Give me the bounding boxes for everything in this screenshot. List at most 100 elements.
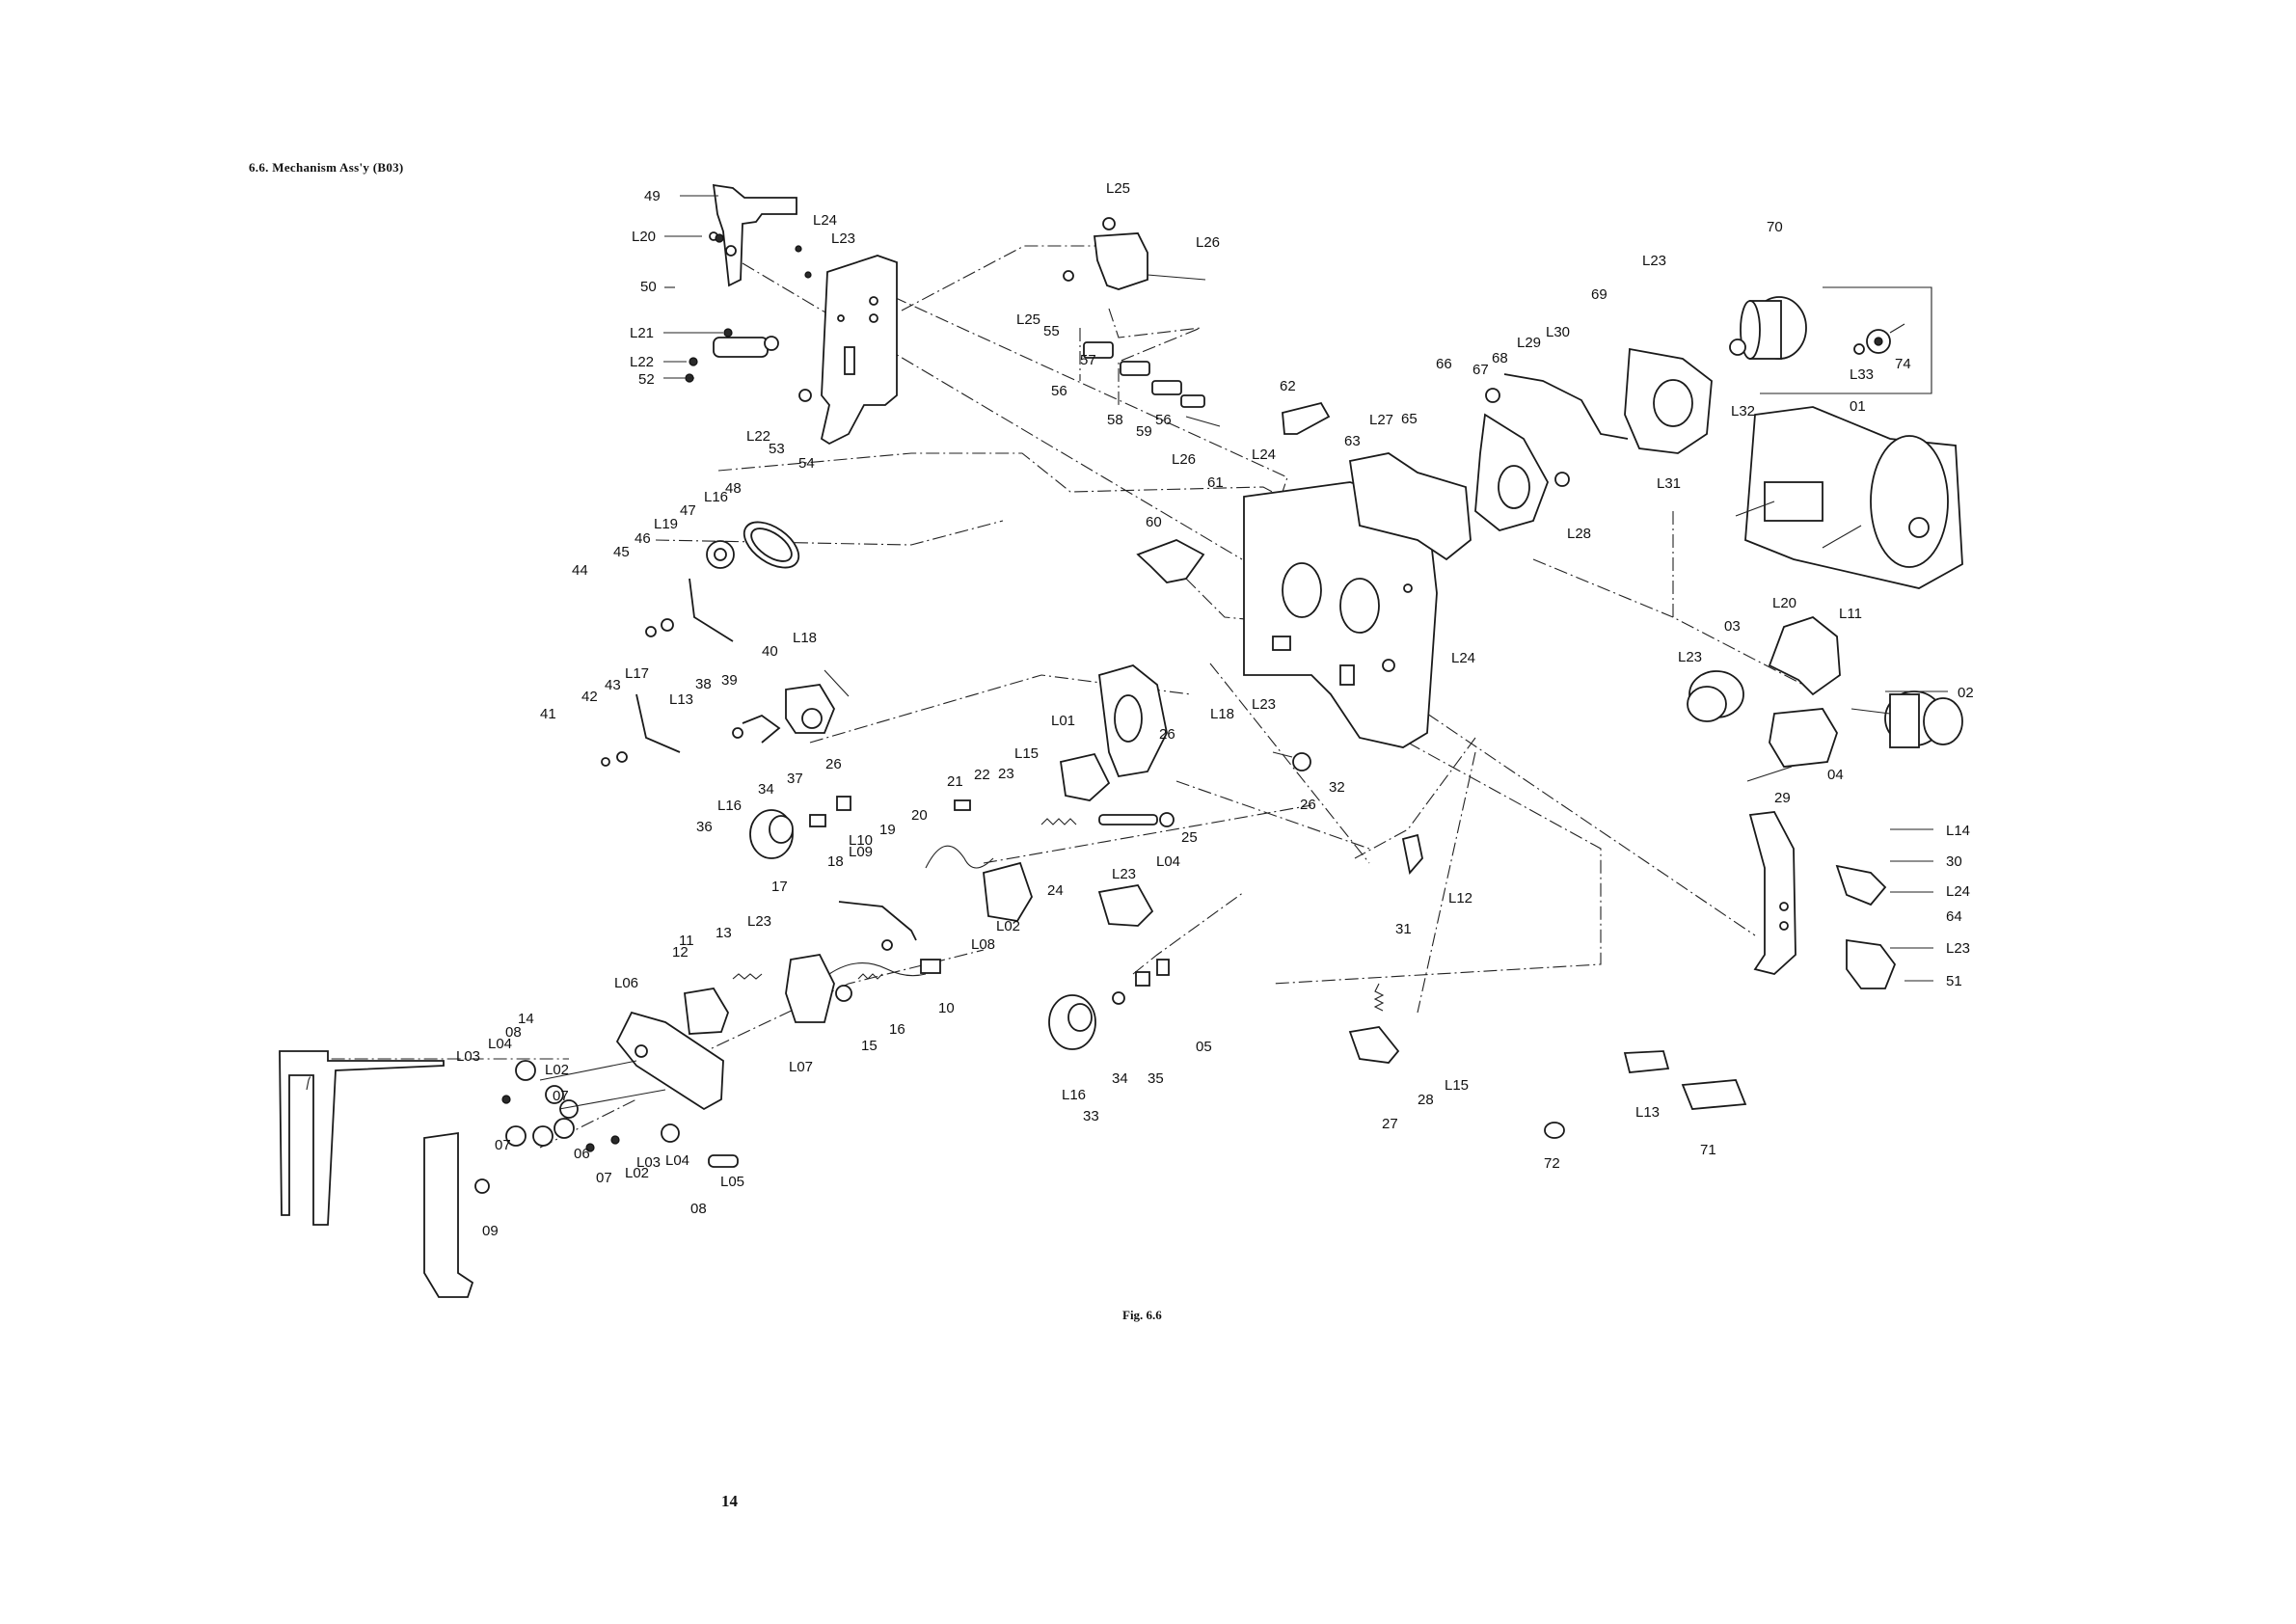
callout-21: 21 bbox=[947, 773, 963, 790]
callout-45: 45 bbox=[613, 544, 630, 560]
part-assembly-39-40 bbox=[785, 669, 850, 734]
callout-26: 26 bbox=[1300, 797, 1316, 813]
callout-13: 13 bbox=[716, 925, 732, 941]
part-arm-38 bbox=[732, 714, 781, 744]
part-shaft-25 bbox=[1098, 812, 1175, 827]
callout-26: 26 bbox=[1159, 726, 1175, 743]
callout-l13: L13 bbox=[669, 691, 693, 708]
part-switch-11-12 bbox=[684, 973, 763, 1035]
callout-31: 31 bbox=[1395, 921, 1412, 937]
callout-l32: L32 bbox=[1731, 403, 1755, 420]
callout-33: 33 bbox=[1083, 1108, 1099, 1124]
callout-37: 37 bbox=[787, 771, 803, 787]
callout-l31: L31 bbox=[1657, 475, 1681, 492]
part-bracket-03 bbox=[1768, 615, 1841, 696]
callout-54: 54 bbox=[798, 455, 815, 472]
callout-66: 66 bbox=[1436, 356, 1452, 372]
part-bracket-51 bbox=[1846, 938, 1897, 989]
callout-63: 63 bbox=[1344, 433, 1361, 449]
callout-l26: L26 bbox=[1172, 451, 1196, 468]
callout-l02: L02 bbox=[625, 1165, 649, 1181]
callout-03: 03 bbox=[1724, 618, 1741, 635]
page-number: 14 bbox=[721, 1492, 738, 1510]
callout-02: 02 bbox=[1958, 685, 1974, 701]
callout-56: 56 bbox=[1155, 412, 1172, 428]
assembly-lines bbox=[306, 245, 1804, 1149]
callout-50: 50 bbox=[640, 279, 657, 295]
callout-l12: L12 bbox=[1448, 890, 1472, 907]
callout-53: 53 bbox=[769, 441, 785, 457]
part-frame-05 bbox=[279, 1050, 490, 1298]
callout-l23: L23 bbox=[831, 230, 855, 247]
part-wire-19-20 bbox=[925, 799, 994, 869]
callout-l06: L06 bbox=[614, 975, 638, 991]
callout-41: 41 bbox=[540, 706, 556, 722]
part-bracket-24 bbox=[1097, 884, 1154, 927]
callout-47: 47 bbox=[680, 502, 696, 519]
callout-34: 34 bbox=[1112, 1070, 1128, 1087]
callout-11: 11 bbox=[679, 933, 694, 949]
callout-30: 30 bbox=[1946, 853, 1962, 870]
callout-09: 09 bbox=[482, 1223, 499, 1239]
callout-35: 35 bbox=[1148, 1070, 1164, 1087]
part-switch-29 bbox=[1746, 708, 1838, 782]
callout-58: 58 bbox=[1107, 412, 1123, 428]
callout-27: 27 bbox=[1382, 1116, 1398, 1132]
callout-70: 70 bbox=[1767, 219, 1783, 235]
callout-l05: L05 bbox=[720, 1174, 744, 1190]
callout-04: 04 bbox=[1827, 767, 1844, 783]
callout-28: 28 bbox=[1418, 1092, 1434, 1108]
callout-07: 07 bbox=[495, 1137, 511, 1153]
callout-l11: L11 bbox=[1839, 606, 1862, 622]
callout-46: 46 bbox=[635, 530, 651, 547]
part-plate-63 bbox=[1348, 452, 1472, 561]
part-sideplate-53-54 bbox=[820, 255, 898, 446]
callout-16: 16 bbox=[889, 1021, 905, 1038]
callout-l23: L23 bbox=[1946, 940, 1970, 957]
callout-72: 72 bbox=[1544, 1155, 1560, 1172]
part-lever-43 bbox=[601, 693, 681, 767]
callout-62: 62 bbox=[1280, 378, 1296, 394]
part-motor-01 bbox=[1735, 406, 1963, 589]
callout-57: 57 bbox=[1080, 352, 1096, 368]
callout-l18: L18 bbox=[793, 630, 817, 646]
callout-l20: L20 bbox=[1772, 595, 1796, 611]
callout-32: 32 bbox=[1329, 779, 1345, 796]
callout-l24: L24 bbox=[813, 212, 837, 229]
part-cam-plate-65-66 bbox=[1474, 413, 1570, 531]
inset-box-74 bbox=[1760, 286, 1932, 394]
part-lever-60 bbox=[1136, 539, 1205, 583]
part-pulley-36 bbox=[749, 796, 851, 859]
part-connector-72 bbox=[1681, 1079, 1747, 1110]
part-lever-17-18 bbox=[838, 901, 917, 951]
callout-l24: L24 bbox=[1252, 447, 1276, 463]
callout-40: 40 bbox=[762, 643, 778, 660]
callout-67: 67 bbox=[1472, 362, 1489, 378]
callout-19: 19 bbox=[879, 822, 896, 838]
callout-23: 23 bbox=[998, 766, 1014, 782]
callout-l24: L24 bbox=[1451, 650, 1475, 666]
part-plate-10 bbox=[615, 1011, 724, 1111]
callout-01: 01 bbox=[1850, 398, 1866, 415]
callout-18: 18 bbox=[827, 853, 844, 870]
part-gears-06-09 bbox=[501, 1060, 739, 1168]
callout-22: 22 bbox=[974, 767, 990, 783]
callout-51: 51 bbox=[1946, 973, 1962, 989]
part-lever-31 bbox=[1401, 833, 1423, 875]
callout-l23: L23 bbox=[1642, 253, 1666, 269]
part-lever-27-28 bbox=[1348, 983, 1400, 1064]
callout-69: 69 bbox=[1591, 286, 1607, 303]
callout-07: 07 bbox=[553, 1088, 569, 1104]
callout-08: 08 bbox=[690, 1201, 707, 1217]
part-levers-56-59 bbox=[1083, 341, 1221, 427]
part-ring-73 bbox=[1544, 1122, 1565, 1139]
callout-71: 71 bbox=[1700, 1142, 1716, 1158]
callout-68: 68 bbox=[1492, 350, 1508, 366]
callout-l24: L24 bbox=[1946, 883, 1970, 900]
callout-29: 29 bbox=[1774, 790, 1791, 806]
callout-39: 39 bbox=[721, 672, 738, 689]
callout-l07: L07 bbox=[789, 1059, 813, 1075]
callout-l23: L23 bbox=[1678, 649, 1702, 665]
callout-17: 17 bbox=[771, 879, 788, 895]
callout-l01: L01 bbox=[1051, 713, 1075, 729]
